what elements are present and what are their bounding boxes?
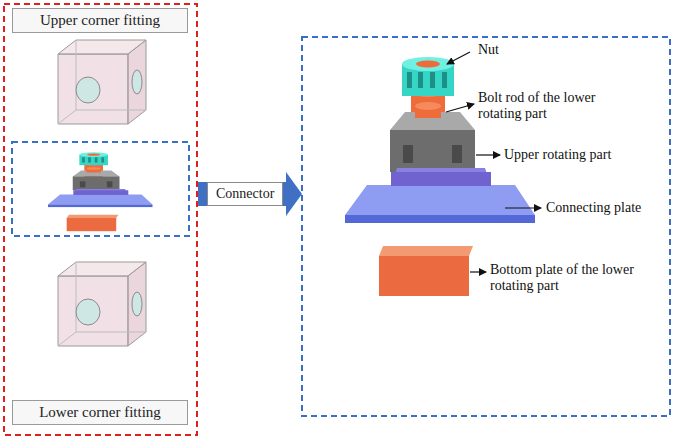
upper-corner-fitting xyxy=(58,40,146,124)
connector-small xyxy=(48,152,153,231)
leader-line xyxy=(447,52,470,64)
connector-region xyxy=(12,142,189,236)
leader-line xyxy=(446,104,474,112)
fitting-label-box: Lower corner fitting xyxy=(12,400,188,425)
lower-corner-fitting xyxy=(58,262,146,346)
fitting-label-box: Upper corner fitting xyxy=(12,8,188,33)
node-text: Lower corner fitting xyxy=(21,404,179,421)
leader-line xyxy=(505,207,541,208)
detail-region xyxy=(302,37,670,416)
part-label: Bolt rod of the lower rotating part xyxy=(478,90,628,122)
node-text: Upper corner fitting xyxy=(21,12,179,29)
part-label: Bottom plate of the lower rotating part xyxy=(490,262,660,294)
fitting-region xyxy=(4,4,197,435)
part-label: Connecting plate xyxy=(546,200,666,216)
part-label: Upper rotating part xyxy=(504,147,664,163)
part-label: Nut xyxy=(478,42,598,58)
arrow-shaft xyxy=(198,182,288,206)
node-text: Connector xyxy=(216,186,274,202)
connector-label-box: Connector xyxy=(207,182,283,206)
leader-line xyxy=(476,154,500,155)
arrow-head xyxy=(286,172,302,216)
leader-line xyxy=(470,271,486,272)
